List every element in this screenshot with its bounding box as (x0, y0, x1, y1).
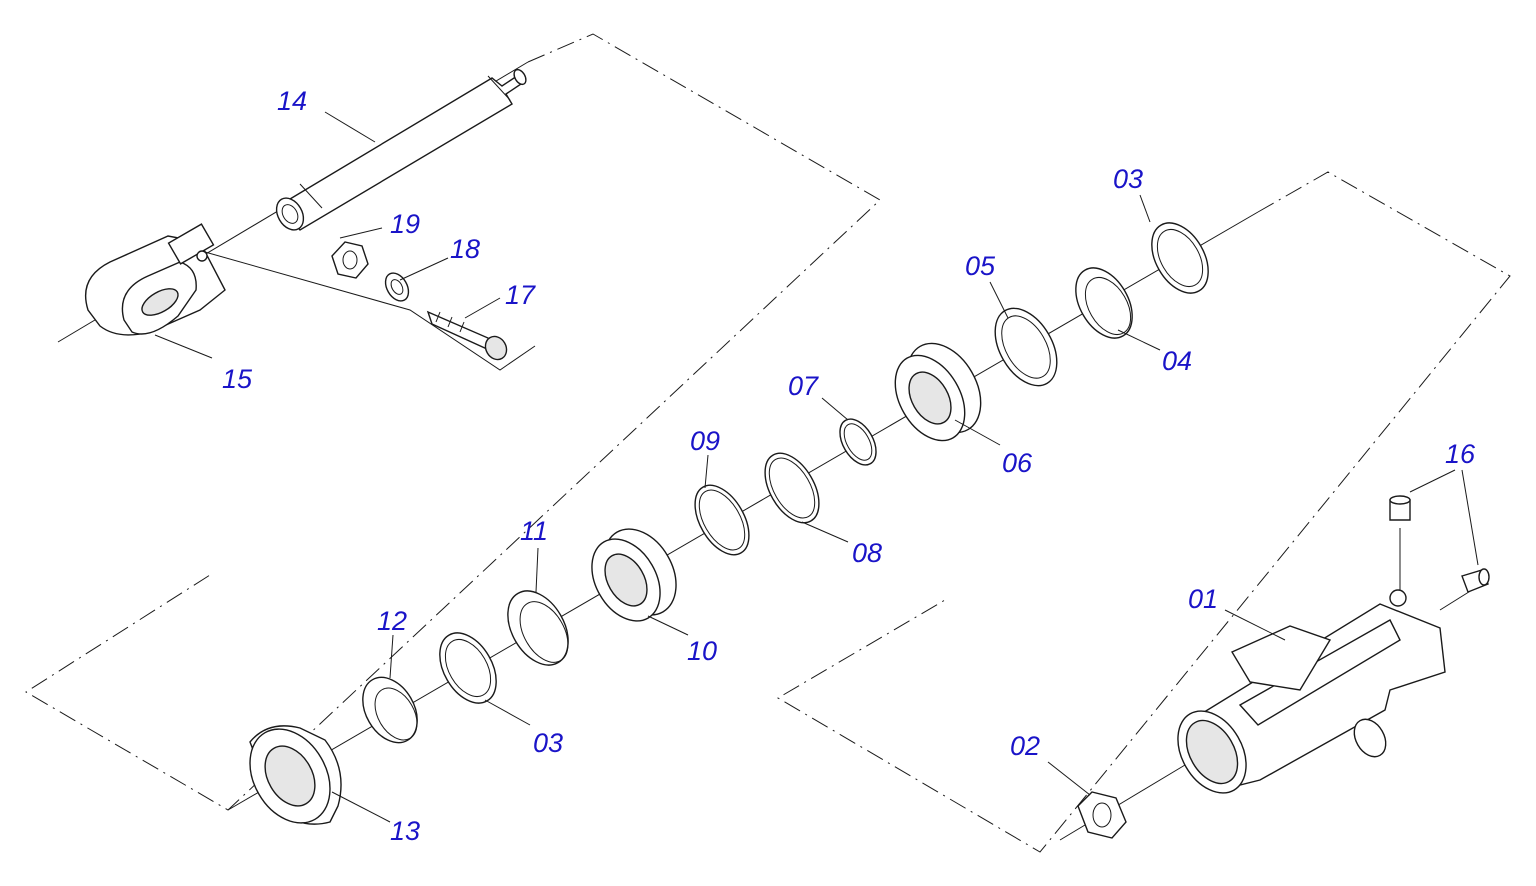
label-18: 18 (450, 234, 480, 264)
label-12: 12 (377, 606, 407, 636)
label-04: 04 (1162, 346, 1192, 376)
label-06: 06 (1002, 448, 1033, 478)
part-09-o-ring (694, 484, 750, 556)
label-16: 16 (1445, 439, 1476, 469)
label-03-upper: 03 (1113, 164, 1143, 194)
part-14-piston-rod (275, 68, 527, 231)
part-03-seal-upper (1151, 222, 1209, 294)
part-11-wear-ring (507, 590, 569, 666)
label-03-lower: 03 (533, 728, 563, 758)
part-03-seal-lower (439, 632, 497, 704)
part-02-nut (1077, 791, 1127, 839)
label-19: 19 (390, 209, 420, 239)
leader-lines (154, 111, 1479, 823)
label-10: 10 (687, 636, 717, 666)
assembly-outline-upper (25, 33, 881, 811)
part-18-washer (384, 272, 410, 302)
label-14: 14 (277, 86, 307, 116)
label-05: 05 (965, 251, 996, 281)
label-02: 02 (1010, 731, 1040, 761)
part-08-o-ring (764, 452, 820, 524)
part-15-clevis-eye (84, 223, 226, 336)
part-19-nut (331, 241, 369, 279)
part-05-ring (994, 307, 1058, 387)
part-17-bolt (204, 251, 536, 371)
part-12-ring (362, 676, 418, 744)
part-10-piston (591, 528, 677, 622)
label-07: 07 (788, 371, 819, 401)
label-11: 11 (520, 516, 548, 546)
label-08: 08 (852, 538, 882, 568)
label-17: 17 (505, 280, 536, 310)
part-01-cylinder-body (1177, 589, 1446, 794)
part-07-o-ring-small (839, 418, 877, 466)
part-16-caps (1389, 495, 1490, 593)
part-13-gland-nut (249, 725, 342, 825)
part-04-wear-ring (1075, 267, 1133, 339)
part-labels: 14 15 19 18 17 13 12 03 11 10 09 08 07 0… (222, 86, 1476, 846)
label-09: 09 (690, 426, 720, 456)
label-13: 13 (390, 816, 420, 846)
part-06-gland (894, 342, 982, 442)
assembly-outline-right (777, 171, 1511, 853)
label-15: 15 (222, 364, 253, 394)
label-01: 01 (1188, 584, 1218, 614)
